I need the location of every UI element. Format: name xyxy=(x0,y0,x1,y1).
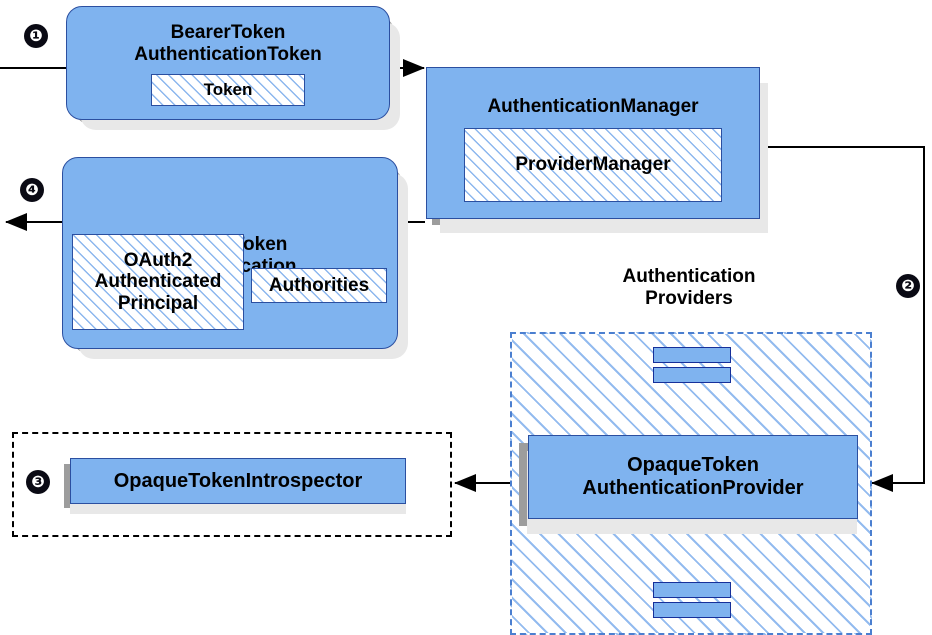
principal-line3: Principal xyxy=(117,292,199,314)
authentication-providers-caption: Authentication Providers xyxy=(562,266,816,310)
inner-box-authorities-label: Authorities xyxy=(268,274,370,296)
provider-bar-top-2[interactable] xyxy=(653,367,731,383)
provider-title-line2: AuthenticationProvider xyxy=(582,477,804,499)
step-badge-1: ❶ xyxy=(24,24,48,48)
node-authentication-manager[interactable]: AuthenticationManager ProviderManager xyxy=(426,67,760,219)
node-opaque-token-authentication-provider[interactable]: OpaqueToken AuthenticationProvider xyxy=(528,435,858,519)
inner-box-provider-manager-label: ProviderManager xyxy=(515,154,671,175)
step-badge-3: ❸ xyxy=(26,470,50,494)
principal-line1: OAuth2 xyxy=(123,250,193,272)
node-title-line2: AuthenticationToken xyxy=(134,44,322,65)
step-badge-4: ❹ xyxy=(20,178,44,202)
node-opaque-token-introspector[interactable]: OpaqueTokenIntrospector xyxy=(70,458,406,504)
caption-line1: Authentication xyxy=(622,266,756,287)
inner-box-authorities[interactable]: Authorities xyxy=(251,268,387,303)
node-bearer-token-authentication-token[interactable]: BearerToken AuthenticationToken Token xyxy=(66,6,390,120)
inner-box-provider-manager[interactable]: ProviderManager xyxy=(464,128,722,202)
provider-title-line1: OpaqueToken xyxy=(627,454,759,477)
step-badge-2: ❷ xyxy=(896,274,920,298)
node-title: AuthenticationManager xyxy=(487,96,699,117)
provider-bar-bottom-2[interactable] xyxy=(653,602,731,618)
provider-bar-top-1[interactable] xyxy=(653,347,731,363)
inner-box-oauth2-authenticated-principal[interactable]: OAuth2 Authenticated Principal xyxy=(72,234,244,330)
inner-box-token[interactable]: Token xyxy=(151,73,305,106)
node-title: BearerToken AuthenticationToken xyxy=(134,22,322,65)
introspector-title: OpaqueTokenIntrospector xyxy=(113,469,363,492)
inner-box-token-label: Token xyxy=(203,79,253,99)
node-title-line1: BearerToken xyxy=(170,22,286,44)
provider-bar-bottom-1[interactable] xyxy=(653,582,731,598)
caption-line2: Providers xyxy=(645,288,733,310)
principal-line2: Authenticated xyxy=(94,271,222,293)
